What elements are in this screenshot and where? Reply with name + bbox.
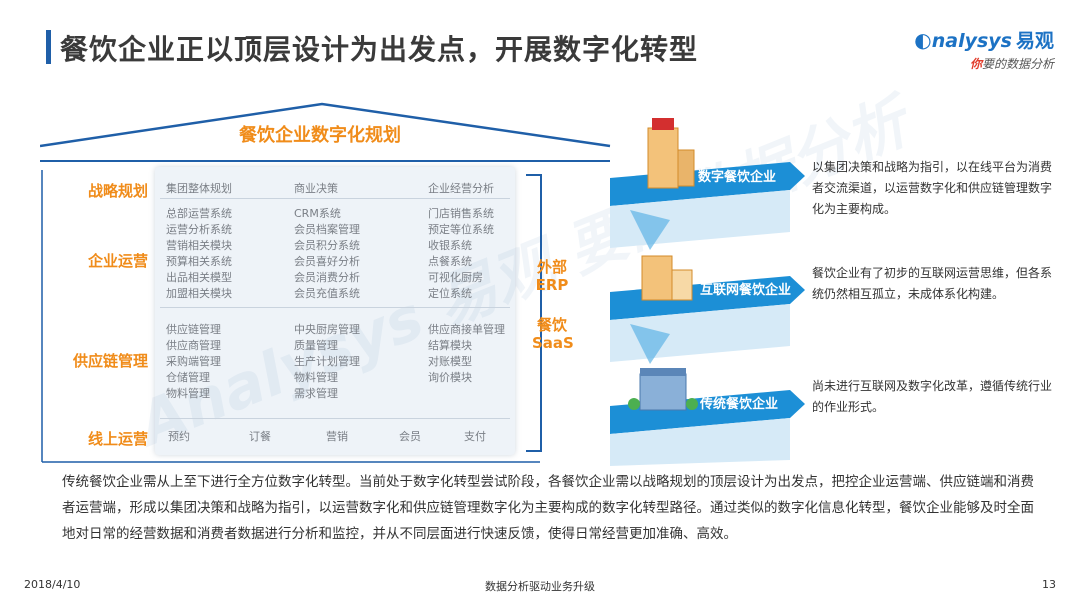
side-label-supply: 供应链管理	[72, 352, 148, 370]
supply-item: 询价模块	[428, 371, 472, 384]
divider-line	[160, 418, 510, 419]
supply-item: 中央厨房管理	[294, 323, 360, 336]
supply-item: 采购端管理	[166, 355, 221, 368]
online-item: 预约	[168, 430, 190, 443]
title-accent-bar	[46, 30, 51, 64]
operations-item: 门店销售系统	[428, 207, 494, 220]
brand-slogan: 你要的数据分析	[969, 57, 1054, 71]
stage-label-digital: 数字餐饮企业	[698, 170, 777, 185]
operations-item: 预定等位系统	[428, 223, 494, 236]
operations-item: 会员喜好分析	[294, 255, 360, 268]
footer-date: 2018/4/10	[24, 578, 81, 591]
operations-col-2: CRM系统 会员档案管理 会员积分系统 会员喜好分析 会员消费分析 会员充值系统	[294, 206, 360, 302]
operations-item: 预算相关系统	[166, 255, 232, 268]
supply-item: 生产计划管理	[294, 355, 360, 368]
building-icon-low	[639, 373, 687, 411]
supply-item: 供应链管理	[166, 323, 221, 336]
step-band-middle	[610, 276, 805, 320]
step-band-top	[610, 162, 805, 206]
building-icon-tall	[647, 127, 679, 189]
supply-item: 仓储管理	[166, 371, 210, 384]
operations-item: 可视化厨房	[428, 271, 483, 284]
supply-item: 对账模型	[428, 355, 472, 368]
stage-desc-internet: 餐饮企业有了初步的互联网运营思维，但各系统仍然相互孤立，未成体系化构建。	[812, 266, 1053, 301]
page-title: 餐饮企业正以顶层设计为出发点，开展数字化转型	[60, 33, 699, 66]
supply-item: 物料管理	[294, 371, 338, 384]
operations-item: 点餐系统	[428, 255, 472, 268]
roof-outline	[40, 102, 611, 463]
strategy-item: 商业决策	[294, 182, 338, 195]
operations-item: 会员消费分析	[294, 271, 360, 284]
divider-line	[160, 198, 510, 199]
operations-col-3: 门店销售系统 预定等位系统 收银系统 点餐系统 可视化厨房 定位系统	[428, 206, 494, 302]
operations-item: 营销相关模块	[166, 239, 232, 252]
supply-col-2: 中央厨房管理 质量管理 生产计划管理 物料管理 需求管理	[294, 322, 360, 402]
supply-item: 供应商接单管理	[428, 323, 505, 336]
operations-item: 会员充值系统	[294, 287, 360, 300]
supply-col-3: 供应商接单管理 结算模块 对账模型 询价模块	[428, 322, 505, 386]
step-band-bottom	[610, 390, 805, 434]
external-bracket	[526, 174, 542, 452]
operations-item: 定位系统	[428, 287, 472, 300]
operations-item: 总部运营系统	[166, 207, 232, 220]
operations-item: 收银系统	[428, 239, 472, 252]
transformation-staircase	[610, 118, 805, 466]
plan-title: 餐饮企业数字化规划	[239, 125, 401, 146]
summary-paragraph: 传统餐饮企业需从上至下进行全方位数字化转型。当前处于数字化转型尝试阶段，各餐饮企…	[62, 474, 1034, 542]
page-number: 13	[1042, 578, 1056, 591]
side-label-strategy: 战略规划	[87, 182, 148, 200]
digital-plan-frame: 餐饮企业数字化规划	[40, 100, 620, 470]
stage-label-internet: 互联网餐饮企业	[700, 283, 792, 298]
operations-item: 运营分析系统	[166, 223, 232, 236]
strategy-item: 企业经营分析	[428, 182, 494, 195]
supply-col-1: 供应链管理 供应商管理 采购端管理 仓储管理 物料管理	[166, 322, 221, 402]
stage-desc-digital: 以集团决策和战略为指引，以在线平台为消费者交流渠道，以运营数字化和供应链管理数字…	[812, 160, 1053, 216]
side-label-operations: 企业运营	[87, 252, 148, 270]
stage-label-traditional: 传统餐饮企业	[700, 397, 779, 412]
side-label-online: 线上运营	[87, 430, 148, 448]
operations-item: 出品相关模型	[166, 271, 232, 284]
step-face-bottom	[610, 418, 790, 466]
supply-item: 物料管理	[166, 387, 210, 400]
operations-col-1: 总部运营系统 运营分析系统 营销相关模块 预算相关系统 出品相关模型 加盟相关模…	[166, 206, 232, 302]
online-item: 支付	[464, 430, 486, 443]
footer-tagline: 数据分析驱动业务升级	[485, 580, 595, 593]
supply-item: 供应商管理	[166, 339, 221, 352]
supply-item: 需求管理	[294, 387, 338, 400]
operations-item: 会员档案管理	[294, 223, 360, 236]
online-item: 会员	[399, 430, 421, 443]
supply-item: 结算模块	[428, 339, 472, 352]
divider-line	[160, 307, 510, 308]
operations-item: 会员积分系统	[294, 239, 360, 252]
online-item: 营销	[326, 430, 348, 443]
supply-item: 质量管理	[294, 339, 338, 352]
online-item: 订餐	[249, 430, 271, 443]
strategy-item: 集团整体规划	[166, 182, 232, 195]
operations-item: CRM系统	[294, 207, 341, 220]
building-icon-medium	[641, 255, 673, 301]
operations-item: 加盟相关模块	[166, 287, 232, 300]
systems-panel	[155, 167, 515, 455]
stage-desc-traditional: 尚未进行互联网及数字化改革，遵循传统行业的作业形式。	[812, 379, 1053, 414]
